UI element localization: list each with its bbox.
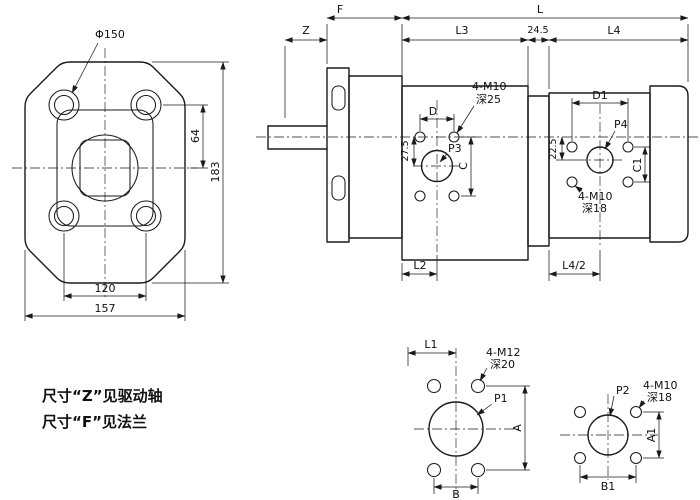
thread-leader	[638, 400, 646, 409]
port-p2-label: P2	[616, 384, 630, 397]
port-p1-label: P1	[494, 392, 508, 405]
bv1-thread-label: 4-M12	[486, 346, 520, 359]
m12-hole	[426, 378, 442, 394]
bv1-depth-label: 深20	[490, 358, 515, 371]
dim-z-label: Z	[302, 24, 310, 37]
dim-24-5-label: 24.5	[527, 25, 548, 36]
bottom-view-port2: P2 4-M10 深18 A1 B1	[560, 379, 677, 493]
bottom-view-port1: L1 4-M12 深20 P1 A B	[407, 338, 530, 500]
dim-d1-label: D1	[592, 89, 607, 102]
bolt-hole-bottom-right	[130, 200, 162, 232]
side-view: D 27.5 C P3 4-M10 深25	[256, 3, 698, 281]
m12-hole	[426, 462, 442, 478]
bolt-circle-label: Φ150	[95, 28, 125, 41]
bolt-hole-bottom-left	[48, 200, 80, 232]
dim-c1-label: C1	[631, 158, 644, 173]
dim-l2-label: L2	[413, 259, 426, 272]
port1-thread-label: 4-M10	[472, 80, 506, 93]
m10-hole	[566, 176, 578, 188]
m10-hole	[414, 190, 426, 202]
dim-l-label: L	[537, 3, 544, 16]
m12-hole	[470, 462, 486, 478]
dim-27-5-label: 27.5	[400, 140, 411, 161]
inner-body-outline	[79, 139, 131, 197]
m10-hole	[629, 451, 643, 465]
dim-l3-label: L3	[455, 24, 468, 37]
dim-l4-half-label: L4/2	[562, 259, 586, 272]
thread-leader	[479, 367, 488, 382]
mounting-flange	[326, 67, 350, 243]
port-p4-leader	[604, 130, 616, 150]
front-view: Φ150 64 183 120 157	[12, 28, 229, 321]
dim-157-label: 157	[95, 302, 116, 315]
dim-l1-label: L1	[424, 338, 437, 351]
dim-a-label: A	[511, 424, 524, 432]
bolt-hole-top-left	[48, 89, 80, 121]
note-line-1: 尺寸“Z”见驱动轴	[42, 387, 163, 405]
bolt-circle-leader	[71, 42, 99, 94]
port-p3-circle	[420, 149, 454, 183]
port-p4-label: P4	[614, 118, 628, 131]
port1-depth-label: 深25	[476, 93, 501, 106]
end-cover	[649, 85, 689, 243]
dim-a1-label: A1	[645, 428, 658, 443]
notes: 尺寸“Z”见驱动轴 尺寸“F”见法兰	[42, 387, 163, 431]
middle-plate	[527, 95, 550, 247]
m10-hole	[448, 131, 460, 143]
note-line-2: 尺寸“F”见法兰	[42, 413, 147, 431]
bv2-thread-label: 4-M10	[643, 379, 677, 392]
m10-hole	[622, 141, 634, 153]
pump-body-outline	[56, 109, 154, 227]
port-p3-label: P3	[448, 142, 462, 155]
pump-body-1	[401, 85, 529, 261]
port-p3-leader	[439, 153, 448, 163]
dim-l4-label: L4	[607, 24, 620, 37]
flange-slot-bottom	[331, 175, 346, 201]
dim-f-label: F	[337, 3, 343, 16]
m10-hole	[629, 405, 643, 419]
port-p4-circle	[586, 146, 614, 174]
dim-d-label: D	[429, 105, 437, 118]
m10-hole	[448, 190, 460, 202]
flange-slot-top	[331, 85, 346, 111]
m10-hole	[566, 141, 578, 153]
front-housing	[348, 75, 403, 239]
bolt-hole-top-right	[130, 89, 162, 121]
dim-c-label: C	[457, 162, 470, 170]
bv2-depth-label: 深18	[647, 391, 672, 404]
port2-depth-label: 深18	[582, 202, 607, 215]
dim-120-label: 120	[95, 282, 116, 295]
thread-leader	[456, 105, 475, 134]
port-face-2: D1 P4 22.5 C1 4-M10 深18	[548, 89, 650, 246]
gear-bore-circle	[71, 134, 139, 202]
port-p2-leader	[608, 395, 615, 417]
m10-hole	[573, 405, 587, 419]
thread-leader	[574, 185, 583, 193]
port-p1-leader	[476, 403, 493, 416]
dim-183-label: 183	[209, 162, 222, 183]
port-p2-circle	[587, 414, 629, 456]
drive-shaft	[267, 125, 328, 150]
m12-hole	[470, 378, 486, 394]
dim-22-5-label: 22.5	[548, 138, 559, 159]
port-p1-circle	[428, 401, 484, 457]
dim-64-label: 64	[189, 129, 202, 143]
m10-hole	[622, 176, 634, 188]
flange-outline	[24, 61, 186, 284]
port2-thread-label: 4-M10	[578, 190, 612, 203]
dim-b-label: B	[452, 488, 460, 500]
port-face-1: D 27.5 C P3 4-M10 深25	[400, 80, 506, 252]
dim-b1-label: B1	[601, 480, 616, 493]
m10-hole	[573, 451, 587, 465]
